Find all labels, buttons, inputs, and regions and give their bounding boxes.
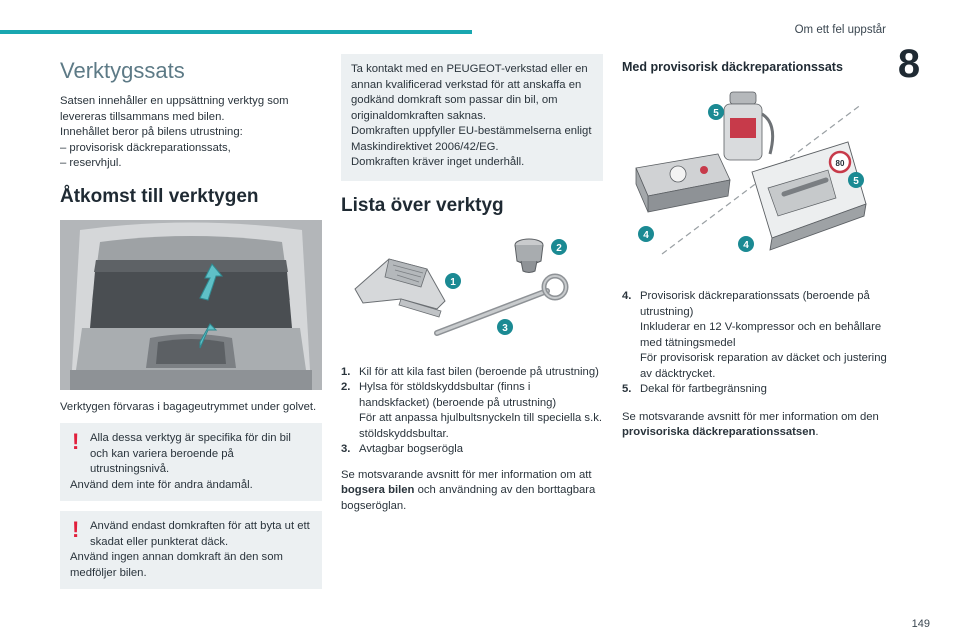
list-item-number: 3. xyxy=(341,443,351,455)
tools-illustration: 1 2 3 xyxy=(341,229,581,349)
warning-2-line-1: Använd endast domkraften för att byta ut… xyxy=(90,520,310,548)
column-right: Med provisorisk däckreparationssats 80 xyxy=(622,54,890,441)
speed-sticker-text: 80 xyxy=(836,159,845,168)
ref-link-repair-kit: provisoriska däckreparationssatsen xyxy=(622,426,816,438)
ref-text: Se motsvarande avsnitt för mer informati… xyxy=(622,410,879,423)
list-item-text: Dekal för fartbegränsning xyxy=(640,383,767,395)
list-item-number: 1. xyxy=(341,365,351,378)
repair-kit-drawing: 80 5 5 4 4 xyxy=(635,91,867,255)
intro-line-4: – reservhjul. xyxy=(60,157,122,169)
intro-line-1: Satsen innehåller en uppsättning verktyg… xyxy=(60,95,289,123)
chapter-title: Om ett fel uppstår xyxy=(794,24,886,36)
section-title-toolkit: Verktygssats xyxy=(60,58,185,83)
note-line-2: Domkraften uppfyller EU-bestämmelserna e… xyxy=(351,125,592,153)
section-title-access: Åtkomst till verktygen xyxy=(60,185,259,207)
page-number: 149 xyxy=(911,618,930,630)
tool-list: 1. Kil för att kila fast bilen (beroende… xyxy=(341,365,603,458)
kit-badge-5a: 5 xyxy=(713,108,719,119)
kit-badge-4a: 4 xyxy=(643,230,649,241)
list-item-text: Kil för att kila fast bilen (beroende på… xyxy=(359,365,599,378)
ref-text: . xyxy=(815,426,819,438)
warning-1-line-2: Använd dem inte för andra ändamål. xyxy=(70,478,253,491)
ref-link-towing: bogsera bilen xyxy=(341,484,415,496)
chapter-number: 8 xyxy=(897,42,921,86)
list-item-subtext: Inkluderar en 12 V-kompressor och en beh… xyxy=(640,321,882,349)
ref-text: och användning av den borttagbara bogser… xyxy=(341,484,596,512)
warning-2-line-2: Använd ingen annan domkraft än den som m… xyxy=(70,551,283,579)
warning-1-line-1: Alla dessa verktyg är specifika för din … xyxy=(90,432,291,475)
warning-icon: ! xyxy=(72,517,80,542)
kit-badge-5b: 5 xyxy=(853,176,859,187)
list-item-text: Provisorisk däckreparationssats (beroend… xyxy=(640,290,870,318)
list-item: 5. Dekal för fartbegränsning xyxy=(622,382,890,398)
tool-badge-2: 2 xyxy=(556,243,562,254)
list-item: 4. Provisorisk däckreparationssats (bero… xyxy=(622,289,890,382)
tool-badge-3: 3 xyxy=(502,323,508,334)
section-title-tool-list: Lista över verktyg xyxy=(341,194,504,216)
repair-kit-reference: Se motsvarande avsnitt för mer informati… xyxy=(622,410,890,441)
note-line-3: Domkraften kräver inget underhåll. xyxy=(351,156,525,168)
column-middle: Ta kontakt med en PEUGEOT-verkstad eller… xyxy=(341,54,603,514)
trunk-drawing xyxy=(60,219,322,390)
column-left: Verktygssats Satsen innehåller en uppsät… xyxy=(60,54,322,589)
warning-box-tools: ! Alla dessa verktyg är specifika för di… xyxy=(60,423,322,501)
list-item-subtext: För provisorisk reparation av däcket och… xyxy=(640,352,887,380)
section-title-repair-kit: Med provisorisk däckreparationssats xyxy=(622,60,843,74)
jack-note-box: Ta kontakt med en PEUGEOT-verkstad eller… xyxy=(341,54,603,181)
list-item: 2. Hylsa för stöldskyddsbultar (finns i … xyxy=(341,380,603,442)
list-item-text: Avtagbar bogserögla xyxy=(359,443,464,455)
repair-kit-list: 4. Provisorisk däckreparationssats (bero… xyxy=(622,289,890,398)
trunk-illustration xyxy=(60,219,322,390)
tools-drawing: 1 2 3 xyxy=(354,238,569,336)
list-item-number: 5. xyxy=(622,383,632,395)
warning-icon: ! xyxy=(72,429,80,454)
list-item: 1. Kil för att kila fast bilen (beroende… xyxy=(341,365,603,381)
list-item-number: 2. xyxy=(341,381,351,393)
note-line-1: Ta kontakt med en PEUGEOT-verkstad eller… xyxy=(351,63,588,122)
ref-text: Se motsvarande avsnitt för mer informati… xyxy=(341,468,592,481)
header-accent-bar xyxy=(0,30,472,34)
tool-badge-1: 1 xyxy=(450,277,456,288)
warning-box-jack: ! Använd endast domkraften för att byta … xyxy=(60,511,322,589)
list-item-number: 4. xyxy=(622,290,632,302)
kit-badge-4b: 4 xyxy=(743,240,749,251)
intro-line-2: Innehållet beror på bilens utrustning: xyxy=(60,126,243,138)
repair-kit-illustration: 80 5 5 4 4 xyxy=(622,84,872,259)
list-item: 3. Avtagbar bogserögla xyxy=(341,442,603,458)
towing-reference: Se motsvarande avsnitt för mer informati… xyxy=(341,468,603,515)
list-item-subtext: För att anpassa hjulbultsnyckeln till sp… xyxy=(359,412,602,440)
access-text: Verktygen förvaras i bagageutrymmet unde… xyxy=(60,400,317,413)
list-item-text: Hylsa för stöldskyddsbultar (finns i han… xyxy=(359,381,557,409)
intro-line-3: – provisorisk däckreparationssats, xyxy=(60,141,231,154)
